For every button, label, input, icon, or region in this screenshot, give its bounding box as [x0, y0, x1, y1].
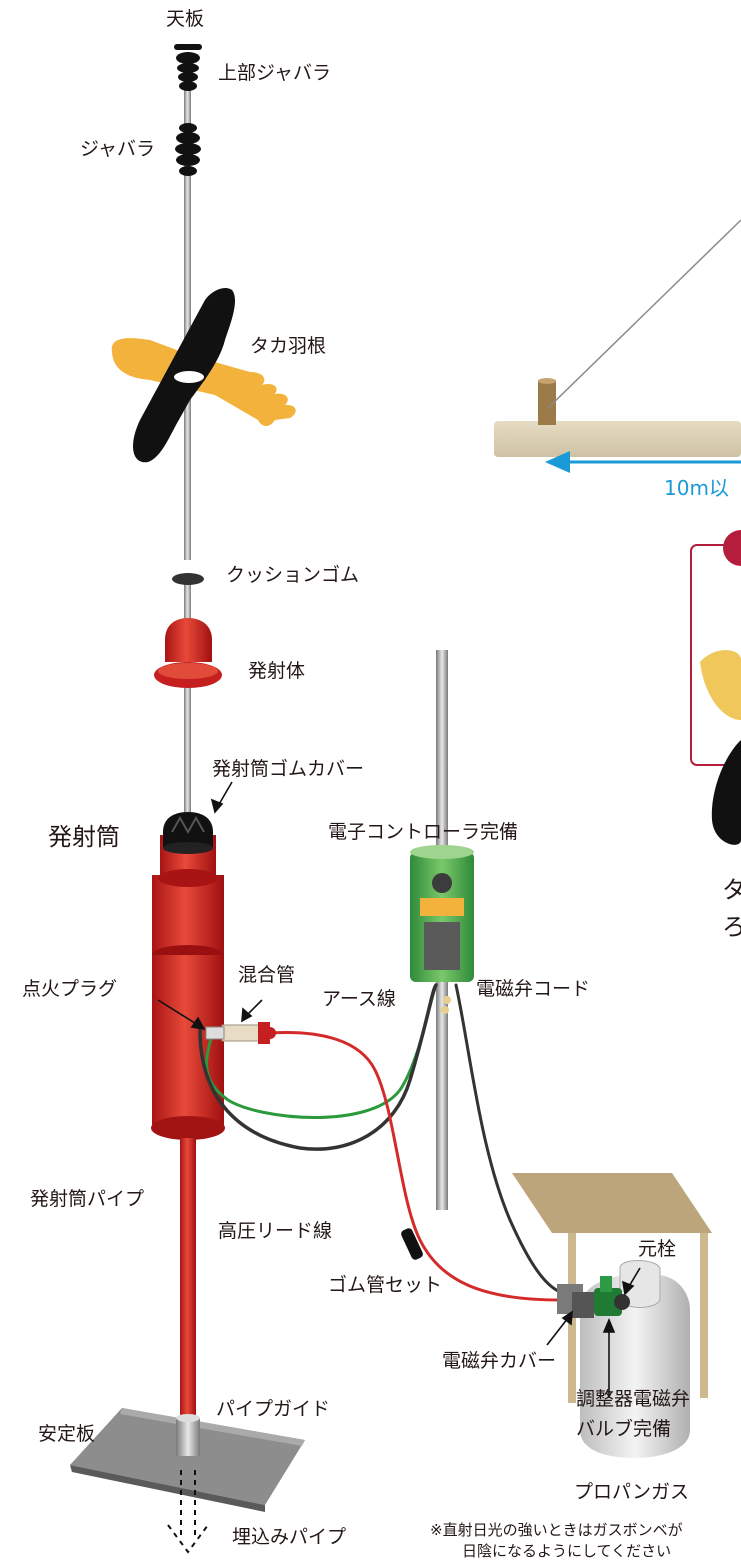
launcher-part — [154, 618, 222, 688]
inset-partial-text-2: ろ — [722, 913, 741, 941]
guy-wire — [547, 219, 741, 409]
shade-note-line1: ※直射日光の強いときはガスボンベが — [430, 1521, 683, 1539]
distance-arrow — [545, 451, 741, 473]
valve-cord-path — [454, 983, 562, 1294]
leader-lines — [157, 781, 641, 1398]
tube-pipe-part — [180, 1138, 196, 1423]
hawk-wing-part — [111, 288, 296, 463]
propane-label: プロパンガス — [574, 1481, 689, 1503]
regulator-label-1: 調整器電磁弁 — [576, 1388, 691, 1410]
mixing-tube-label: 混合管 — [238, 964, 296, 986]
hawk-wing-label: タカ羽根 — [250, 335, 327, 357]
launcher-label: 発射体 — [248, 660, 306, 682]
cushion-rubber-part — [172, 573, 204, 585]
stake — [538, 380, 556, 425]
regulator-label-2: バルブ完備 — [576, 1418, 672, 1440]
inset-panel — [690, 530, 741, 845]
hose-coupler — [401, 1228, 423, 1260]
top-plate-label: 天板 — [166, 8, 205, 30]
stabilizer-part — [70, 1408, 305, 1512]
launch-tube-label: 発射筒 — [48, 823, 120, 851]
ignition-plug-label: 点火プラグ — [22, 978, 118, 1000]
upper-bellows-part — [174, 44, 202, 91]
propane-tank — [580, 1260, 690, 1458]
upper-pole — [184, 90, 191, 560]
bellows-part — [175, 123, 201, 176]
hose-set-label: ゴム管セット — [328, 1274, 443, 1296]
tube-rubber-cover-label: 発射筒ゴムカバー — [212, 758, 365, 780]
tube-pipe-label: 発射筒パイプ — [30, 1188, 145, 1210]
shade-note-line2: 日陰になるようにしてください — [462, 1542, 672, 1560]
distance-label: 10m以 — [664, 476, 729, 500]
pipe-guide-label: パイプガイド — [216, 1398, 331, 1420]
buried-pipe-arrow — [167, 1470, 209, 1554]
background-scene — [494, 219, 741, 845]
buried-pipe-label: 埋込みパイプ — [232, 1526, 347, 1548]
cushion-rubber-label: クッションゴム — [226, 564, 360, 586]
earth-wire-label: アース線 — [322, 988, 396, 1010]
mixing-tube-part — [221, 1022, 276, 1044]
upper-bellows-label: 上部ジャバラ — [218, 62, 332, 84]
valve-cover-label: 電磁弁カバー — [442, 1350, 557, 1372]
stabilizer-label: 安定板 — [38, 1423, 96, 1445]
inset-partial-text-1: タ — [722, 876, 741, 904]
main-valve-label: 元栓 — [638, 1238, 677, 1260]
hv-lead-path — [198, 983, 438, 1151]
pipe-guide-part — [176, 1414, 200, 1456]
valve-assembly — [557, 1276, 630, 1318]
bellows-label: ジャバラ — [80, 138, 156, 160]
controller-label: 電子コントローラ完備 — [328, 821, 519, 843]
ignition-plug-part — [205, 1026, 225, 1040]
ground-strip — [494, 421, 741, 457]
controller-part — [410, 845, 474, 982]
wires — [198, 983, 562, 1302]
hv-lead-label: 高圧リード線 — [218, 1220, 333, 1242]
valve-cord-label: 電磁弁コード — [476, 978, 591, 1000]
lower-pole — [184, 580, 191, 860]
hose-path — [268, 1031, 562, 1302]
